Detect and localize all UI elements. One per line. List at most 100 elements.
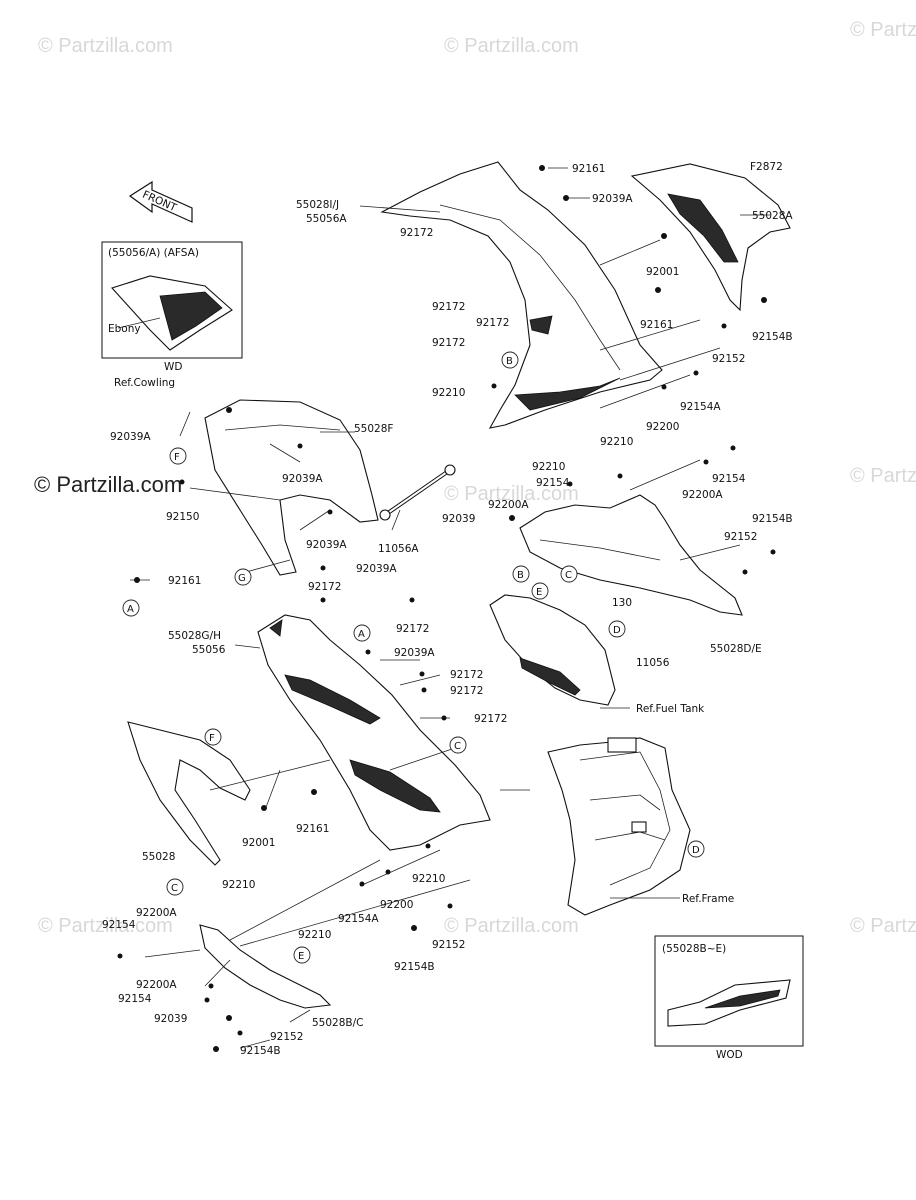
part-number: 92200 (646, 421, 679, 433)
side-panel-55028 (127, 721, 251, 866)
part-number: 92172 (476, 317, 509, 329)
front-arrow-text: FRONT (141, 189, 179, 215)
part-number: 92154 (536, 477, 570, 489)
part-number: 92172 (400, 227, 433, 239)
part-number: 92210 (432, 387, 465, 399)
part-number: 92172 (432, 337, 465, 349)
part-number: 92200A (682, 489, 723, 501)
part-number: 92039A (394, 647, 435, 659)
lower-cowl-55028de (519, 494, 743, 616)
callout-f-1: F (169, 447, 187, 465)
part-number: 130 (612, 597, 632, 609)
main-watermark: © Partzilla.com (34, 472, 182, 497)
part-number: 11056 (636, 657, 670, 669)
svg-text:C: C (171, 883, 178, 894)
part-number: 55056 (192, 644, 226, 656)
part-number: 55028 (142, 851, 175, 863)
part-number: 92154 (118, 993, 152, 1005)
part-number: 92152 (712, 353, 745, 365)
part-number: 92210 (532, 461, 565, 473)
part-number: 92154B (394, 961, 435, 973)
svg-text:A: A (127, 604, 134, 615)
part-number: 92039A (110, 431, 151, 443)
leader-lines (130, 167, 770, 1049)
part-number: 92172 (474, 713, 507, 725)
part-number: 92152 (270, 1031, 303, 1043)
part-number: 92172 (450, 669, 483, 681)
part-number: 92161 (168, 575, 201, 587)
part-number: 55056A (306, 213, 347, 225)
part-number: 92039 (442, 513, 475, 525)
part-number: 92150 (166, 511, 199, 523)
callout-b-1: B (501, 351, 519, 369)
cover-55028f (204, 399, 379, 576)
part-number: 92154 (712, 473, 746, 485)
svg-text:C: C (565, 570, 572, 581)
ref-fuel-tank-label: Ref.Fuel Tank (636, 703, 705, 715)
part-number: 92154A (338, 913, 379, 925)
part-labels: 55028I/J 55056A 92161 92039A 55028A 9217… (102, 163, 793, 1057)
svg-text:A: A (358, 629, 365, 640)
watermark: © Partzilla.com (38, 915, 173, 937)
ref-frame-label: Ref.Frame (682, 893, 734, 905)
part-number: 92154 (102, 919, 136, 931)
part-number: 92210 (298, 929, 331, 941)
frame-ref (547, 737, 691, 916)
svg-text:D: D (613, 625, 621, 636)
callout-d-2: D (687, 840, 705, 858)
callout-c-3: C (166, 878, 184, 896)
lower-cowl-55028bc (199, 924, 332, 1009)
part-number: 55028G/H (168, 630, 221, 642)
part-number: 92039A (356, 563, 397, 575)
callout-f-2: F (204, 728, 222, 746)
svg-text:F: F (209, 733, 215, 744)
part-number: 92161 (640, 319, 673, 331)
callout-d-1: D (608, 620, 626, 638)
svg-text:G: G (238, 573, 246, 584)
watermark: © Partzilla.com (444, 35, 579, 57)
part-number: 55028I/J (296, 199, 339, 211)
part-number: 92172 (396, 623, 429, 635)
watermark: © Partzilla.com (850, 465, 916, 487)
svg-text:C: C (454, 741, 461, 752)
ref-cowling-label: Ref.Cowling (114, 377, 175, 389)
inset-bottom-title: (55028B~E) (662, 943, 726, 955)
part-number: 92172 (308, 581, 341, 593)
part-number: 92154B (240, 1045, 281, 1057)
part-number: 92210 (412, 873, 445, 885)
watermark: © Partzilla.com (444, 483, 579, 505)
diagram-code: F2872 (750, 161, 783, 173)
part-number: 55028B/C (312, 1017, 363, 1029)
part-number: 55028D/E (710, 643, 762, 655)
part-number: 92200A (136, 979, 177, 991)
svg-text:D: D (692, 845, 700, 856)
part-number: 55028A (752, 210, 793, 222)
part-number: 92154A (680, 401, 721, 413)
callout-c-1: C (560, 565, 578, 583)
part-number: 92161 (572, 163, 605, 175)
inset-top-footer: WD (164, 361, 182, 373)
fasteners (117, 165, 776, 1052)
part-number: 11056A (378, 543, 419, 555)
part-number: 92200A (488, 499, 529, 511)
callout-e-1: E (531, 582, 549, 600)
callout-c-2: C (449, 736, 467, 754)
part-number: 92172 (432, 301, 465, 313)
callout-a-1: A (122, 599, 140, 617)
part-number: 55028F (354, 423, 393, 435)
svg-text:B: B (506, 356, 513, 367)
part-number: 92154B (752, 513, 793, 525)
part-number: 92001 (646, 266, 679, 278)
inset-top-color: Ebony (108, 323, 141, 335)
part-number: 92001 (242, 837, 275, 849)
stay-11056a (379, 464, 456, 521)
part-number: 92039 (154, 1013, 187, 1025)
part-number: 92154B (752, 331, 793, 343)
inset-bottom-footer: WOD (716, 1049, 743, 1061)
part-number: 92152 (724, 531, 757, 543)
part-number: 92039A (306, 539, 347, 551)
inset-bottom: (55028B~E) WOD (654, 935, 804, 1061)
svg-text:E: E (536, 587, 542, 598)
callout-g: G (234, 568, 252, 586)
